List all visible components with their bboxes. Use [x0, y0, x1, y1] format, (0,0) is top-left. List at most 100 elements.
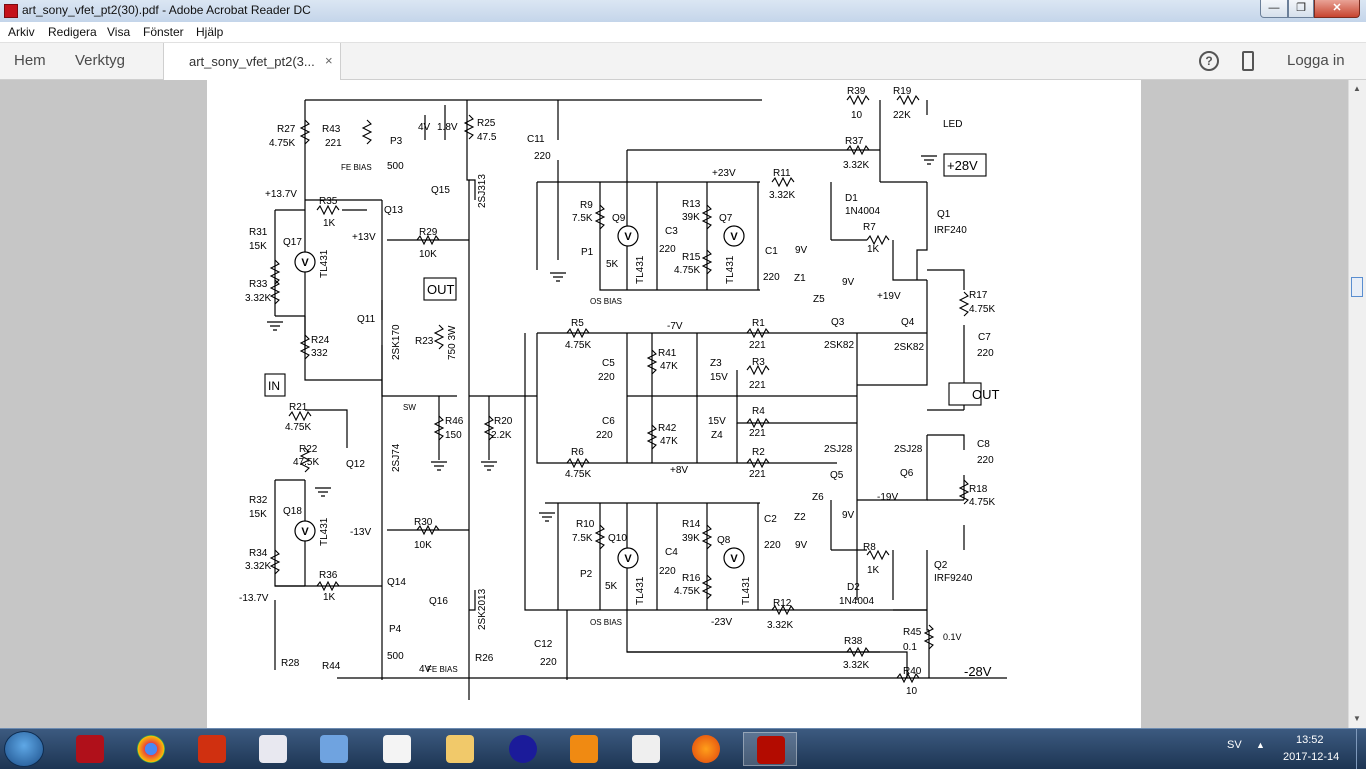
label-z4: Z4	[711, 430, 723, 441]
taskbar-dotgrid-app[interactable]	[63, 732, 117, 766]
value-c3: 220	[659, 244, 676, 255]
label-q4: Q4	[901, 317, 915, 328]
label-r41: R41	[658, 348, 677, 359]
value-r1: 221	[749, 340, 766, 351]
label-c2: C2	[764, 514, 777, 525]
value-r10: 7.5K	[572, 533, 593, 544]
label-9v-z2: 9V	[795, 540, 808, 551]
label-q16: Q16	[429, 596, 448, 607]
value-c7: 220	[977, 348, 994, 359]
tray-expand-icon[interactable]: ▲	[1256, 740, 1265, 750]
document-tab[interactable]: art_sony_vfet_pt2(3... ×	[163, 43, 341, 80]
taskbar-media-player[interactable]	[307, 732, 361, 766]
login-link[interactable]: Logga in	[1287, 52, 1345, 69]
language-indicator[interactable]: SV	[1227, 739, 1242, 751]
value-r3: 221	[749, 380, 766, 391]
value-r39: 10	[851, 110, 863, 121]
svg-text:V: V	[301, 257, 309, 269]
menu-redigera[interactable]: Redigera	[48, 25, 97, 39]
menu-hjalp[interactable]: Hjälp	[196, 25, 224, 39]
label-c1: C1	[765, 246, 778, 257]
label-r28: R28	[281, 658, 300, 669]
value-r41: 47K	[660, 361, 678, 372]
label-c6: C6	[602, 416, 615, 427]
clock-time[interactable]: 13:52	[1296, 734, 1324, 746]
svg-text:V: V	[730, 231, 738, 243]
close-button[interactable]: ✕	[1314, 0, 1360, 18]
label-plus-28v: +28V	[947, 158, 978, 173]
close-tab-icon[interactable]: ×	[325, 53, 333, 68]
scroll-up-arrow[interactable]: ▲	[1353, 84, 1361, 93]
taskbar-curve-tool[interactable]	[370, 732, 424, 766]
taskbar-chrome[interactable]	[124, 732, 178, 766]
label-15v-z3: 15V	[710, 372, 728, 383]
home-tab[interactable]: Hem	[14, 52, 46, 69]
window-title: art_sony_vfet_pt2(30).pdf - Adobe Acroba…	[22, 3, 311, 17]
label-r4: R4	[752, 406, 765, 417]
value-r25: 47.5	[477, 132, 497, 143]
help-icon[interactable]: ?	[1199, 51, 1219, 71]
taskbar-java[interactable]	[619, 732, 673, 766]
type-d1: 1N4004	[845, 206, 880, 217]
label-q7: Q7	[719, 213, 733, 224]
menu-visa[interactable]: Visa	[107, 25, 131, 39]
type-q11: 2SK170	[391, 324, 402, 360]
label-r33: R33	[249, 279, 268, 290]
label-q8: Q8	[717, 535, 731, 546]
label-q1: Q1	[937, 209, 951, 220]
scroll-down-arrow[interactable]: ▼	[1353, 714, 1361, 723]
minimize-button[interactable]: —	[1260, 0, 1288, 18]
value-r8: 1K	[867, 565, 880, 576]
taskbar-adobe-reader[interactable]	[743, 732, 797, 766]
label-r5: R5	[571, 318, 584, 329]
value-r17: 4.75K	[969, 304, 995, 315]
value-p4: 500	[387, 651, 404, 662]
mobile-link-icon[interactable]	[1242, 51, 1254, 71]
value-r46: 150	[445, 430, 462, 441]
value-r20: 2.2K	[491, 430, 512, 441]
label-r9: R9	[580, 200, 593, 211]
value-c11: 220	[534, 151, 551, 162]
acrobat-app-icon	[4, 4, 18, 18]
value-r24: 332	[311, 348, 328, 359]
taskbar-firefox[interactable]	[679, 732, 733, 766]
label-q3: Q3	[831, 317, 845, 328]
clock-date[interactable]: 2017-12-14	[1283, 751, 1340, 763]
start-button[interactable]	[4, 731, 44, 767]
label-minus-28v: -28V	[964, 664, 992, 679]
vertical-scrollbar[interactable]: ▲ ▼	[1348, 80, 1366, 728]
label-plus-8v: +8V	[670, 465, 688, 476]
value-r43: 221	[325, 138, 342, 149]
type-q9: TL431	[635, 255, 646, 284]
label-r38: R38	[844, 636, 863, 647]
label-c7: C7	[978, 332, 991, 343]
value-r29: 10K	[419, 249, 437, 260]
tools-tab[interactable]: Verktyg	[75, 52, 126, 69]
value-r31: 15K	[249, 241, 267, 252]
taskbar-headphones-app[interactable]	[496, 732, 550, 766]
maximize-button[interactable]: ❐	[1288, 0, 1314, 18]
menu-bar: Arkiv Redigera Visa Fönster Hjälp	[0, 22, 1366, 43]
window-titlebar: art_sony_vfet_pt2(30).pdf - Adobe Acroba…	[0, 0, 1366, 23]
label-r40: R40	[903, 666, 922, 677]
type-q16: 2SK2013	[477, 588, 488, 630]
menu-arkiv[interactable]: Arkiv	[8, 25, 35, 39]
label-q18: Q18	[283, 506, 302, 517]
value-p1: 5K	[606, 259, 619, 270]
label-q11: Q11	[357, 314, 376, 325]
label-q10: Q10	[608, 533, 627, 544]
scroll-thumb[interactable]	[1351, 277, 1363, 297]
taskbar-calc-tool[interactable]	[246, 732, 300, 766]
value-r2: 221	[749, 469, 766, 480]
value-r16: 4.75K	[674, 586, 700, 597]
label-out-left: OUT	[427, 282, 455, 297]
menu-fonster[interactable]: Fönster	[143, 25, 184, 39]
taskbar-vlc[interactable]	[557, 732, 611, 766]
taskbar-bios-tool[interactable]	[185, 732, 239, 766]
taskbar-file-explorer[interactable]	[433, 732, 487, 766]
type-q18: TL431	[319, 517, 330, 546]
label-r29: R29	[419, 227, 438, 238]
show-desktop-button[interactable]	[1356, 729, 1366, 769]
type-q6: 2SJ28	[894, 444, 923, 455]
